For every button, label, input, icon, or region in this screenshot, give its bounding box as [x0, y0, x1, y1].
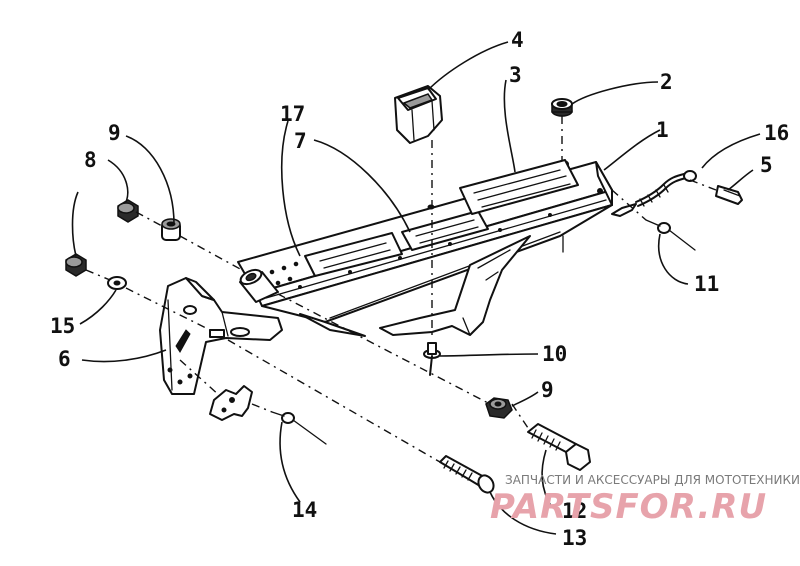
nut-left-lower	[65, 253, 87, 277]
watermark-brand: PARTSFOR.RU	[490, 487, 767, 527]
callout-4: 4	[511, 28, 524, 52]
callout-17: 17	[280, 102, 305, 126]
rivet-14	[271, 411, 327, 445]
watermark-tagline: ЗАПЧАСТИ И АКСЕССУАРЫ ДЛЯ МОТОТЕХНИКИ	[505, 473, 800, 487]
bolt-12	[527, 423, 591, 471]
pin-10	[423, 342, 441, 376]
leader-lines	[71, 41, 761, 535]
callout-14: 14	[292, 498, 317, 522]
mount-plate	[159, 277, 283, 395]
watermark: ЗАПЧАСТИ И АКСЕССУАРЫ ДЛЯ МОТОТЕХНИКИ PA…	[490, 473, 800, 527]
latch-plate	[209, 385, 253, 421]
lanyard-16	[611, 170, 697, 217]
callout-8: 8	[84, 148, 97, 172]
clip-part	[394, 85, 443, 144]
callout-11: 11	[694, 272, 719, 296]
callout-6: 6	[58, 347, 71, 371]
decal-3	[459, 159, 579, 215]
washer-15	[107, 276, 127, 290]
callout-16: 16	[764, 121, 789, 145]
grommet-part	[551, 98, 573, 117]
assembly-centerlines	[85, 116, 717, 463]
callout-12: 12	[562, 499, 587, 523]
spacer-tube	[239, 268, 279, 303]
decal-17	[304, 232, 403, 277]
callout-13: 13	[562, 526, 587, 550]
pin-5	[715, 185, 743, 205]
decal-7	[401, 210, 489, 251]
callout-7: 7	[294, 129, 307, 153]
spacer-9-left	[161, 218, 181, 241]
bolt-13	[439, 455, 495, 494]
callout-1: 1	[656, 118, 669, 142]
callout-2: 2	[660, 70, 673, 94]
nut-8	[117, 199, 139, 223]
callout-10: 10	[542, 342, 567, 366]
callout-5: 5	[760, 153, 773, 177]
callout-labels: 1 2 3 4 5 6 7 8 9 9 10 11 12 13 14 15 16…	[50, 28, 789, 550]
callout-9-top: 9	[108, 121, 121, 145]
callout-3: 3	[509, 63, 522, 87]
rivet-11	[645, 219, 696, 251]
spacer-9-right	[485, 397, 513, 419]
callout-9-right: 9	[541, 378, 554, 402]
callout-15: 15	[50, 314, 75, 338]
